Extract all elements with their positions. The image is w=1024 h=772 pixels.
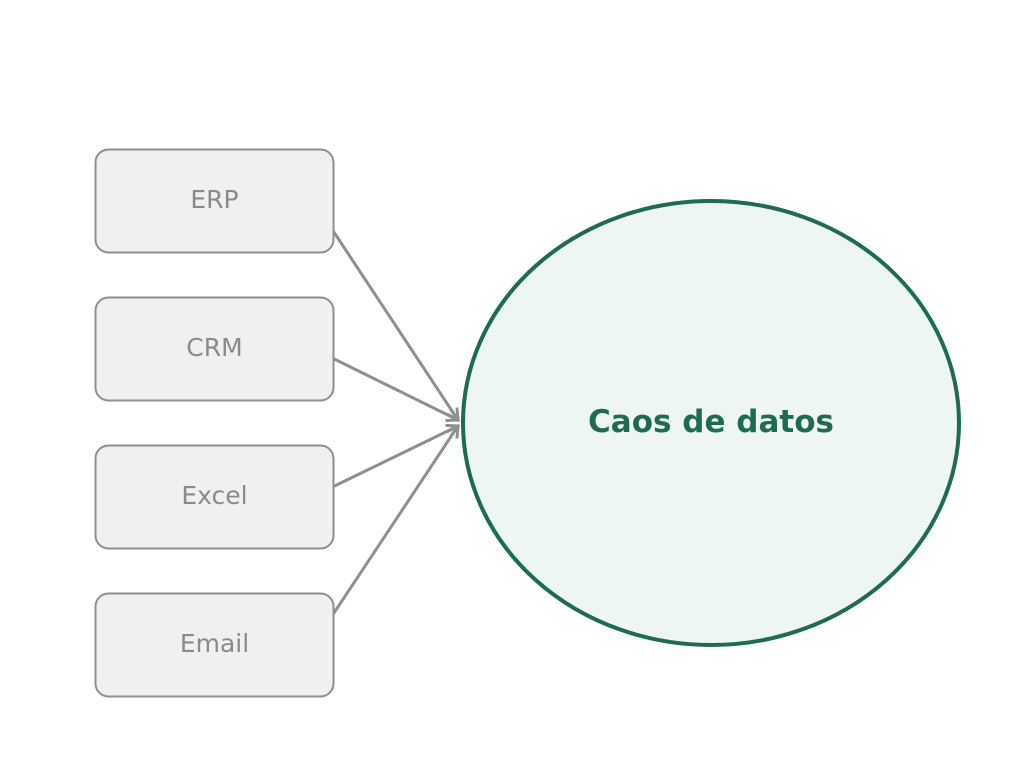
source-excel: Excel [94,444,335,550]
source-excel-box [94,444,335,550]
source-excel-label: Excel [181,481,247,510]
arrows [314,204,458,641]
source-crm-box [94,296,335,402]
target-node: Caos de datos [461,199,961,647]
source-email-label: Email [180,629,249,658]
arrow-excel-to-target [317,426,458,496]
source-erp-label: ERP [190,185,238,214]
source-erp-box [94,148,335,254]
source-crm: CRM [94,296,335,402]
source-erp: ERP [94,148,335,254]
target-label: Caos de datos [588,404,834,440]
arrow-erp-to-target [314,204,458,420]
arrow-email-to-target [314,426,458,641]
source-email: Email [94,592,335,698]
target-ellipse [461,199,961,647]
source-email-box [94,592,335,698]
source-crm-label: CRM [186,333,242,362]
arrow-crm-to-target [317,349,458,420]
